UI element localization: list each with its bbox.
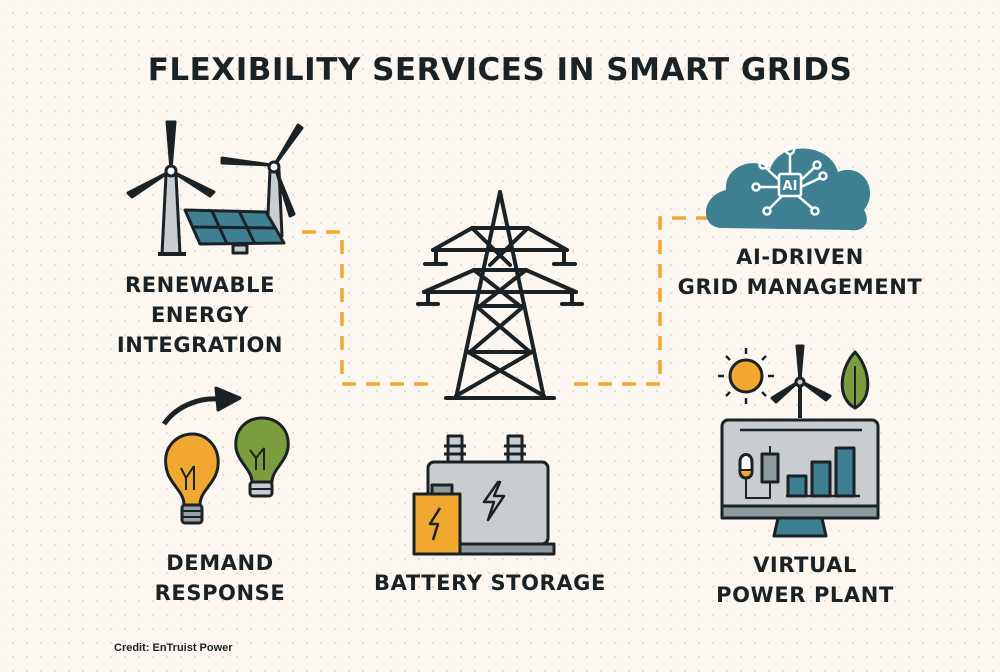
label-renewable-energy-integration: RENEWABLE ENERGY INTEGRATION: [100, 270, 300, 360]
label-line: AI-DRIVEN: [660, 242, 940, 272]
transmission-tower-icon: [418, 192, 582, 398]
label-line: DEMAND: [120, 548, 320, 578]
ai-chip-text: AI: [783, 179, 798, 194]
battery-icon: [414, 436, 554, 554]
label-line: BATTERY STORAGE: [360, 568, 620, 598]
label-line: VIRTUAL: [690, 550, 920, 580]
label-ai-driven-grid-management: AI-DRIVEN GRID MANAGEMENT: [660, 242, 940, 302]
connector-left: [302, 232, 430, 384]
label-line: INTEGRATION: [100, 330, 300, 360]
label-virtual-power-plant: VIRTUAL POWER PLANT: [690, 550, 920, 610]
ai-cloud-icon: AI: [706, 146, 870, 230]
label-line: ENERGY: [100, 300, 300, 330]
credit-text: Credit: EnTruist Power: [114, 642, 233, 654]
label-line: GRID MANAGEMENT: [660, 272, 940, 302]
label-battery-storage: BATTERY STORAGE: [360, 568, 620, 598]
wind-turbines-solar-panel-icon: [128, 122, 302, 254]
label-line: RENEWABLE: [100, 270, 300, 300]
monitor-dashboard-icon: [718, 346, 878, 536]
label-demand-response: DEMAND RESPONSE: [120, 548, 320, 608]
label-line: RESPONSE: [120, 578, 320, 608]
light-bulbs-shift-icon: [164, 388, 288, 523]
label-line: POWER PLANT: [690, 580, 920, 610]
